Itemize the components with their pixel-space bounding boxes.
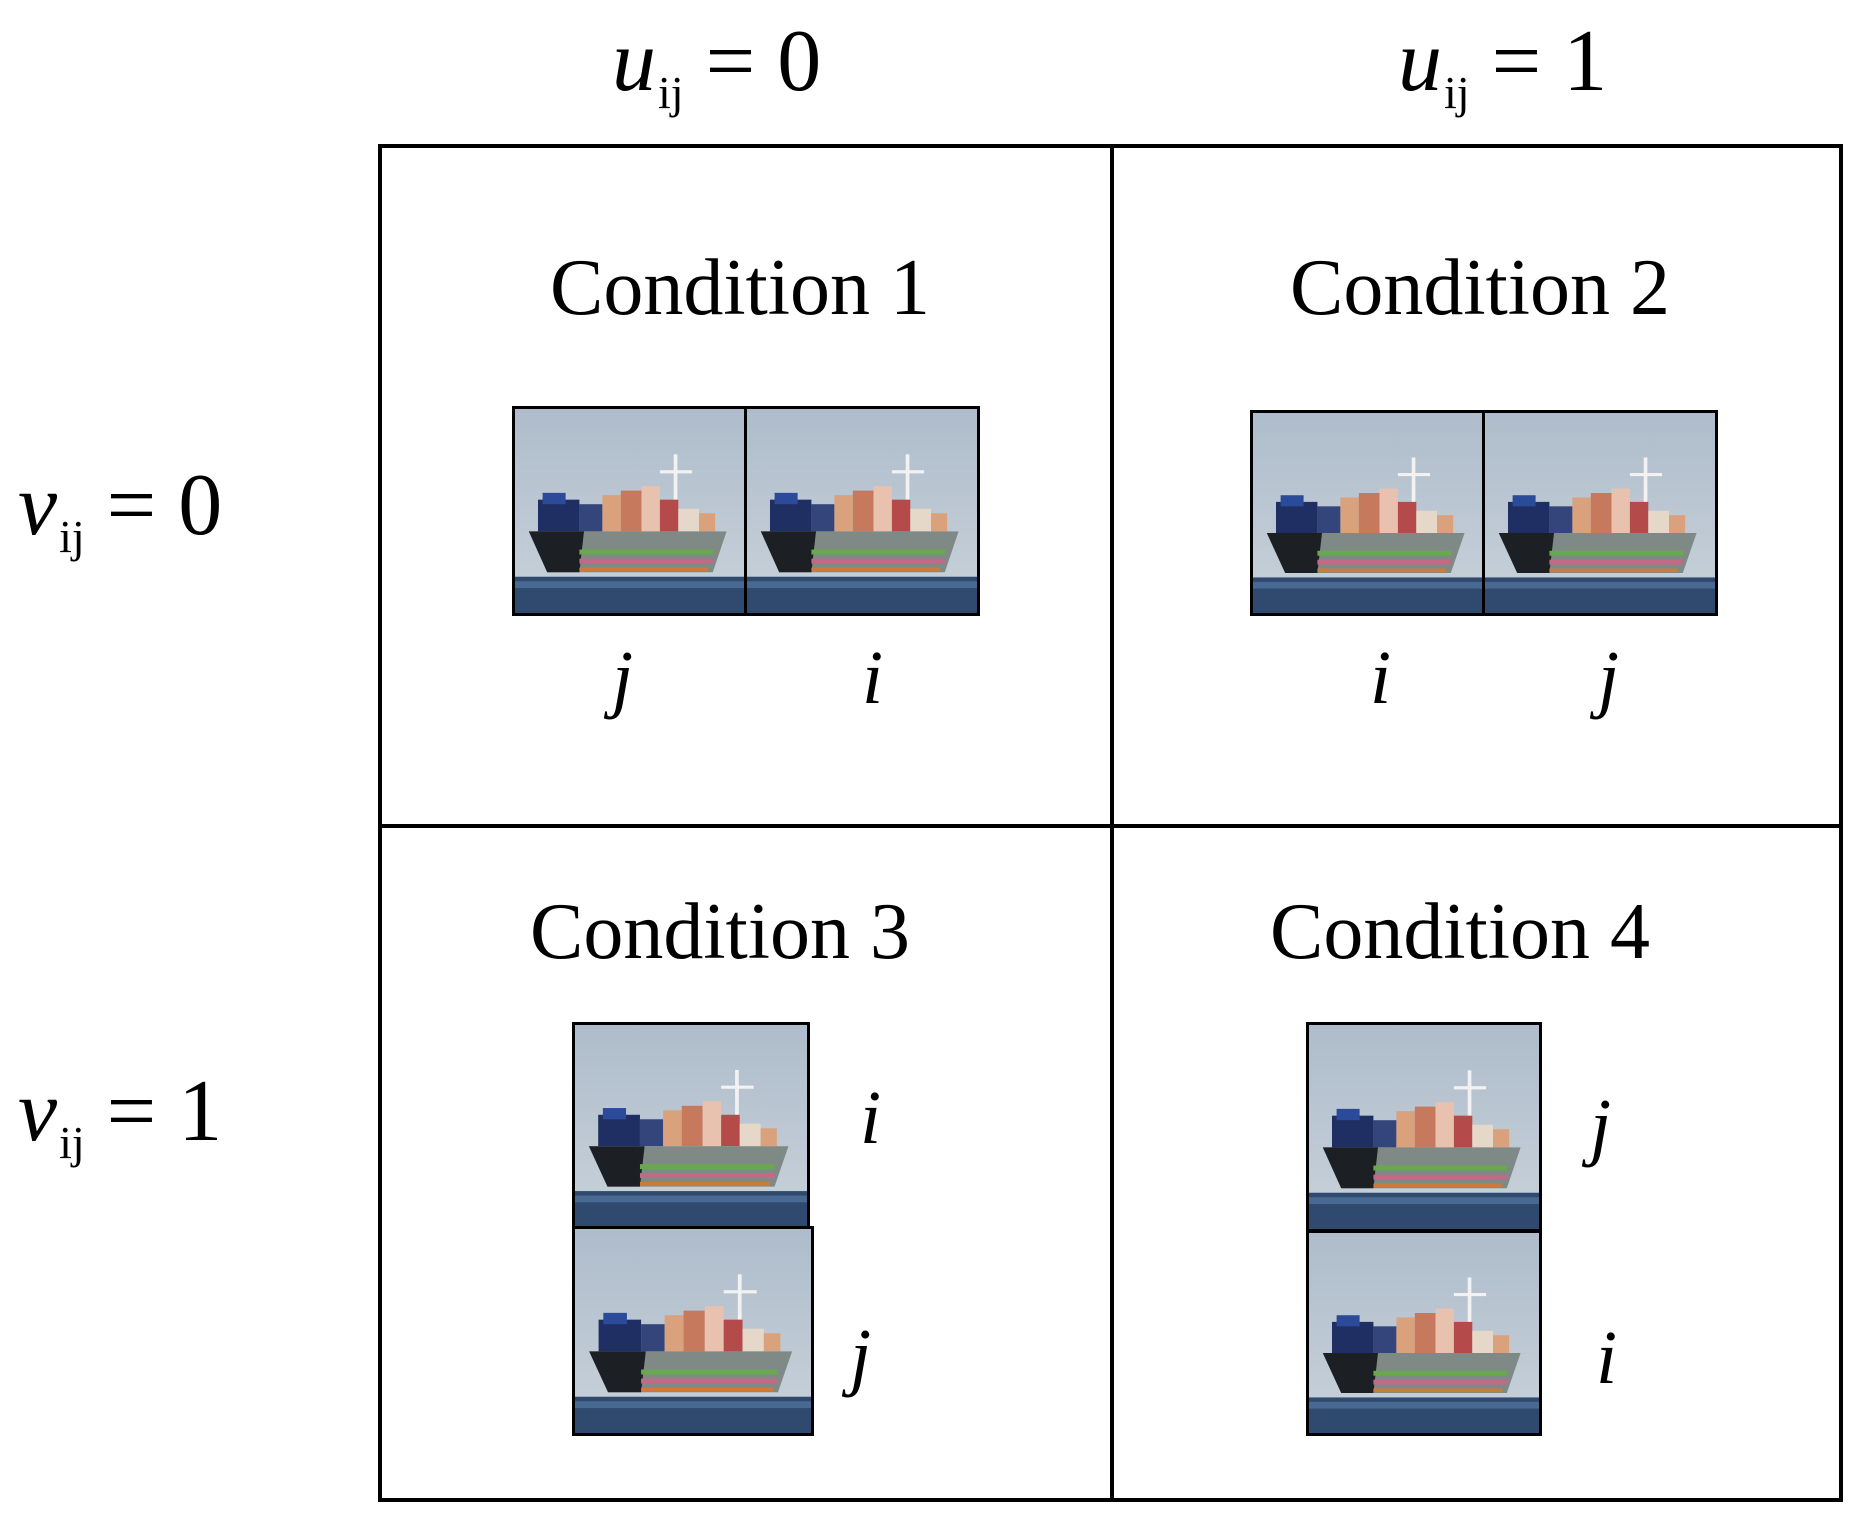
grid-line-left — [378, 144, 382, 1502]
condition-2-image-j — [1482, 410, 1718, 616]
condition-3-label-top: i — [860, 1076, 882, 1160]
grid-line-right — [1839, 144, 1843, 1502]
condition-4-image-j — [1306, 1022, 1542, 1232]
condition-1-label-right: i — [862, 636, 884, 720]
condition-4-label-bottom: i — [1596, 1316, 1618, 1400]
condition-4-title: Condition 4 — [1269, 888, 1651, 976]
row-header-v0: vij = 0 — [18, 457, 223, 562]
condition-1-label-left: j — [612, 636, 634, 720]
row-header-v1: vij = 1 — [18, 1063, 223, 1168]
condition-3-title: Condition 3 — [529, 888, 911, 976]
condition-3-label-bottom: j — [850, 1314, 872, 1398]
condition-1-image-j — [512, 406, 748, 616]
condition-3-image-i — [572, 1022, 810, 1230]
condition-1-image-i — [744, 406, 980, 616]
condition-3-image-j — [572, 1226, 814, 1436]
condition-2-label-left: i — [1370, 636, 1392, 720]
condition-4-label-top: j — [1590, 1084, 1612, 1168]
condition-2-title: Condition 2 — [1289, 244, 1671, 332]
condition-1-title: Condition 1 — [549, 244, 931, 332]
col-header-u0: uij = 0 — [612, 13, 822, 118]
grid-line-center — [1110, 144, 1114, 1502]
col-header-u1: uij = 1 — [1398, 13, 1608, 118]
condition-2-image-i — [1250, 410, 1486, 616]
condition-2-label-right: j — [1598, 636, 1620, 720]
condition-4-image-i — [1306, 1230, 1542, 1436]
